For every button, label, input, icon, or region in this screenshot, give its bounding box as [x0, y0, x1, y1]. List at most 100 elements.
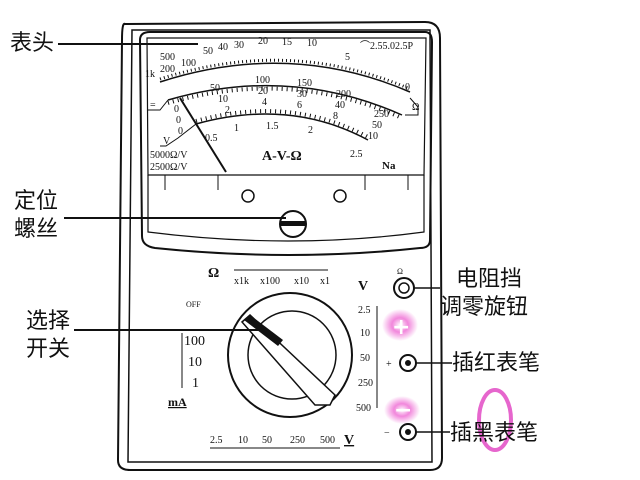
svg-text:Ω: Ω: [397, 267, 403, 276]
callout-red-probe: 插红表笔: [416, 351, 540, 376]
callout-zero-screw: 定位 螺丝: [14, 189, 286, 242]
svg-text:0.5: 0.5: [205, 133, 218, 144]
black-probe-jack[interactable]: −: [384, 423, 417, 441]
svg-text:Ω: Ω: [208, 266, 219, 281]
callout-ohm-zero-knob: 电阻挡 调零旋钮: [414, 267, 528, 320]
svg-text:螺丝: 螺丝: [14, 217, 58, 242]
svg-text:200: 200: [336, 89, 351, 100]
svg-text:x10: x10: [294, 276, 309, 287]
svg-text:插红表笔: 插红表笔: [452, 351, 540, 376]
callout-meter-head: 表头: [10, 31, 198, 56]
svg-text:30: 30: [234, 40, 244, 51]
svg-text:20: 20: [258, 36, 268, 47]
dial-labels: Ω x1k x100 x10 x1 OFF 100 10 1 mA V 2.5 …: [168, 266, 378, 449]
svg-text:−: −: [384, 428, 390, 439]
svg-text:定位: 定位: [14, 189, 58, 214]
svg-text:150: 150: [297, 78, 312, 89]
svg-text:开关: 开关: [26, 337, 70, 362]
selector-switch[interactable]: [227, 292, 353, 418]
svg-text:选择: 选择: [26, 309, 70, 334]
svg-text:200: 200: [160, 64, 175, 75]
svg-text:50: 50: [360, 353, 370, 364]
svg-text:2.5: 2.5: [350, 149, 363, 160]
svg-text:2: 2: [225, 105, 230, 116]
meter-body: [116, 20, 444, 471]
svg-text:0: 0: [178, 126, 183, 137]
svg-text:⌒2.55.02.5P: ⌒2.55.02.5P: [360, 40, 414, 52]
svg-text:1: 1: [192, 376, 199, 391]
svg-text:V: V: [358, 279, 368, 294]
zero-adjust-screw[interactable]: [279, 210, 307, 238]
minus-annotation-glow: [384, 396, 420, 424]
svg-text:0: 0: [176, 115, 181, 126]
svg-text:500: 500: [356, 403, 371, 414]
svg-text:8: 8: [333, 111, 338, 122]
svg-text:2.5: 2.5: [358, 305, 371, 316]
svg-text:100: 100: [255, 75, 270, 86]
red-probe-jack[interactable]: +: [386, 354, 417, 372]
svg-text:100: 100: [181, 58, 196, 69]
ohm-scale-labels: 1k 500 200 100 50 40 30 20 15 10 5 0 Ω ⌒…: [145, 36, 419, 113]
svg-text:50: 50: [203, 46, 213, 57]
svg-text:2: 2: [308, 125, 313, 136]
svg-text:5: 5: [345, 52, 350, 63]
svg-text:x100: x100: [260, 276, 280, 287]
svg-text:+: +: [386, 359, 392, 370]
svg-text:Ω: Ω: [412, 102, 419, 113]
minus-annotation: −: [394, 398, 412, 423]
svg-text:6: 6: [297, 100, 302, 111]
ac-scale-labels: 0.5 1 1.5 2 2.5 = V 5000Ω/V 2500Ω/V: [150, 100, 363, 173]
svg-text:250: 250: [290, 435, 305, 446]
svg-text:10: 10: [307, 38, 317, 49]
svg-text:调零旋钮: 调零旋钮: [440, 295, 528, 320]
svg-text:x1k: x1k: [234, 276, 249, 287]
svg-text:40: 40: [335, 100, 345, 111]
callout-selector-switch: 选择 开关: [26, 309, 262, 362]
svg-text:OFF: OFF: [186, 300, 201, 309]
brand-mark: Na: [382, 160, 396, 172]
svg-text:表头: 表头: [10, 31, 54, 56]
svg-text:x1: x1: [320, 276, 330, 287]
svg-text:10: 10: [360, 328, 370, 339]
svg-text:20: 20: [258, 86, 268, 97]
svg-text:=: =: [150, 100, 156, 111]
svg-text:30: 30: [297, 89, 307, 100]
svg-text:50: 50: [210, 83, 220, 94]
ohm-zero-knob[interactable]: Ω: [393, 267, 415, 299]
svg-text:mA: mA: [168, 395, 187, 409]
callout-black-probe: 插黑表笔: [416, 421, 538, 446]
svg-text:250: 250: [374, 109, 389, 120]
display-rivet-right: [333, 189, 347, 203]
svg-text:15: 15: [282, 37, 292, 48]
svg-text:50: 50: [262, 435, 272, 446]
svg-text:1k: 1k: [145, 69, 155, 80]
svg-text:0: 0: [174, 104, 179, 115]
svg-text:4: 4: [262, 97, 267, 108]
svg-text:电阻挡: 电阻挡: [456, 267, 522, 292]
svg-text:1.5: 1.5: [266, 121, 279, 132]
svg-text:10: 10: [188, 355, 202, 370]
scale-title: A-V-Ω: [262, 149, 302, 164]
svg-text:插黑表笔: 插黑表笔: [450, 421, 538, 446]
svg-text:100: 100: [184, 334, 205, 349]
svg-text:2.5: 2.5: [210, 435, 223, 446]
svg-text:50: 50: [372, 120, 382, 131]
svg-text:10: 10: [368, 131, 378, 142]
svg-text:250: 250: [358, 378, 373, 389]
svg-text:V: V: [163, 136, 171, 147]
svg-text:10: 10: [238, 435, 248, 446]
svg-text:40: 40: [218, 42, 228, 53]
display-rivet-left: [241, 189, 255, 203]
needle: [179, 97, 227, 173]
annotation-scribble: [477, 388, 513, 452]
svg-text:10: 10: [218, 94, 228, 105]
svg-text:1: 1: [234, 123, 239, 134]
svg-text:500: 500: [320, 435, 335, 446]
plus-annotation: +: [392, 315, 410, 340]
svg-text:5000Ω/V: 5000Ω/V: [150, 150, 188, 161]
svg-text:V: V: [344, 433, 354, 448]
meter-display: 1k 500 200 100 50 40 30 20 15 10 5 0 Ω ⌒…: [138, 31, 434, 256]
plus-annotation-glow: [382, 309, 418, 341]
dc-scale-labels: 0 0 0 50 10 2 100 20 4 150 30 6 200 40 8…: [174, 75, 389, 142]
